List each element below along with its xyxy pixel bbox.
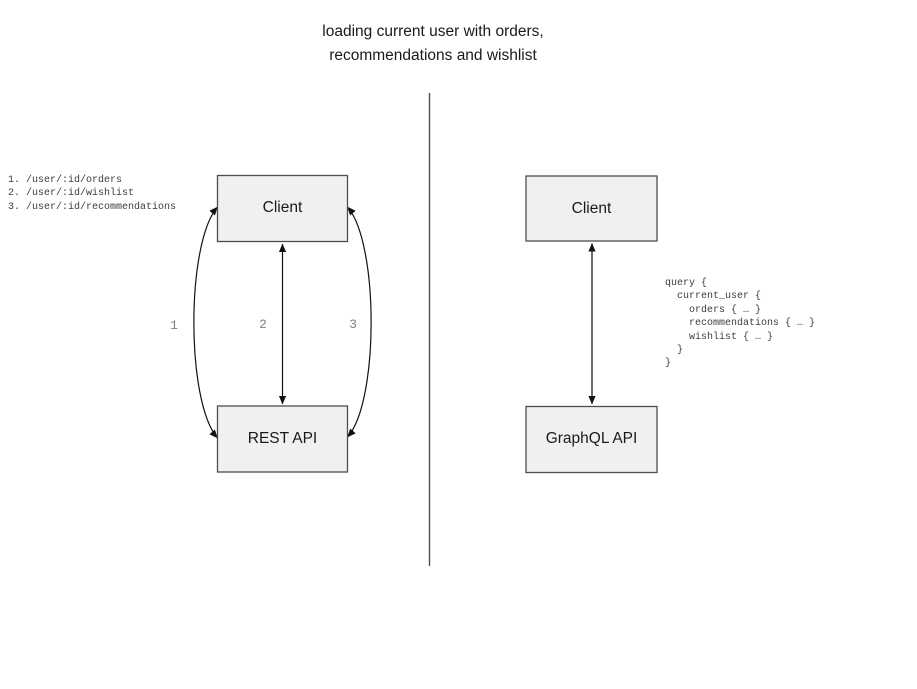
endpoint-item: 3. /user/:id/recommendations bbox=[8, 201, 177, 213]
diagram-title: loading current user with orders, recomm… bbox=[233, 20, 633, 68]
title-line-1: loading current user with orders, bbox=[322, 23, 544, 40]
client-box-right bbox=[525, 175, 658, 242]
query-line: current_user { bbox=[665, 291, 762, 303]
endpoint-item: 1. /user/:id/orders bbox=[8, 175, 123, 186]
client-label-right: Client bbox=[571, 199, 612, 217]
rest-arrow-3-curve bbox=[347, 206, 372, 438]
title-line-2: recommendations and wishlist bbox=[329, 47, 537, 64]
graphql-api-box bbox=[525, 405, 658, 474]
rest-arrow-1-curve bbox=[193, 206, 218, 439]
query-line: } bbox=[665, 358, 672, 370]
rest-api-box bbox=[216, 405, 349, 473]
arrow-label-3: 3 bbox=[349, 317, 357, 332]
query-line: recommendations { … } bbox=[665, 318, 816, 330]
query-line: orders { … } bbox=[665, 304, 762, 316]
client-box-left bbox=[216, 174, 349, 243]
arrow-label-2: 2 bbox=[259, 317, 267, 332]
client-label-left: Client bbox=[262, 199, 303, 216]
rest-endpoint-list: 1. /user/:id/orders 2. /user/:id/wishlis… bbox=[8, 174, 176, 214]
rest-api-label: REST API bbox=[247, 430, 318, 447]
query-line: wishlist { … } bbox=[665, 331, 774, 343]
arrow-label-1: 1 bbox=[170, 318, 178, 333]
endpoint-item: 2. /user/:id/wishlist bbox=[8, 188, 135, 200]
query-line: } bbox=[665, 345, 684, 357]
query-line: query { bbox=[665, 278, 708, 289]
graphql-api-label: GraphQL API bbox=[545, 430, 638, 447]
graphql-query-snippet: query { current_user { orders { … } reco… bbox=[665, 277, 815, 371]
